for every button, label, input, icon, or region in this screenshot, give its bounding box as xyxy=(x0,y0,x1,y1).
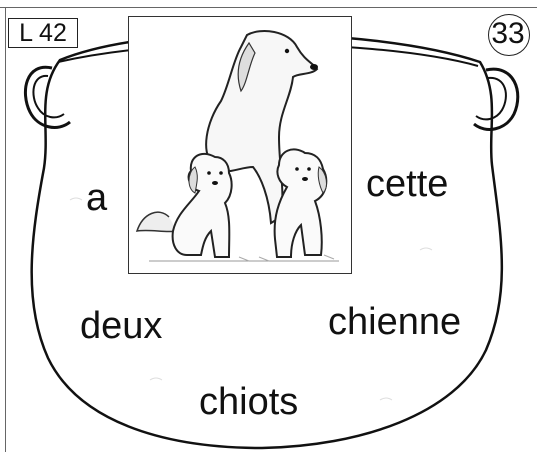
dog-illustration xyxy=(128,16,352,274)
word-cette: cette xyxy=(366,163,449,205)
word-chienne: chienne xyxy=(328,301,462,343)
frame-top-border xyxy=(0,7,537,8)
word-a: a xyxy=(86,177,108,219)
lesson-number-badge: L 42 xyxy=(8,18,78,48)
page-number: 33 xyxy=(491,17,525,50)
dog-with-puppies-icon xyxy=(135,30,339,262)
word-deux: deux xyxy=(80,305,163,347)
word-chiots: chiots xyxy=(199,381,299,423)
page-number-circle xyxy=(488,14,530,56)
frame-left-border xyxy=(5,7,6,452)
